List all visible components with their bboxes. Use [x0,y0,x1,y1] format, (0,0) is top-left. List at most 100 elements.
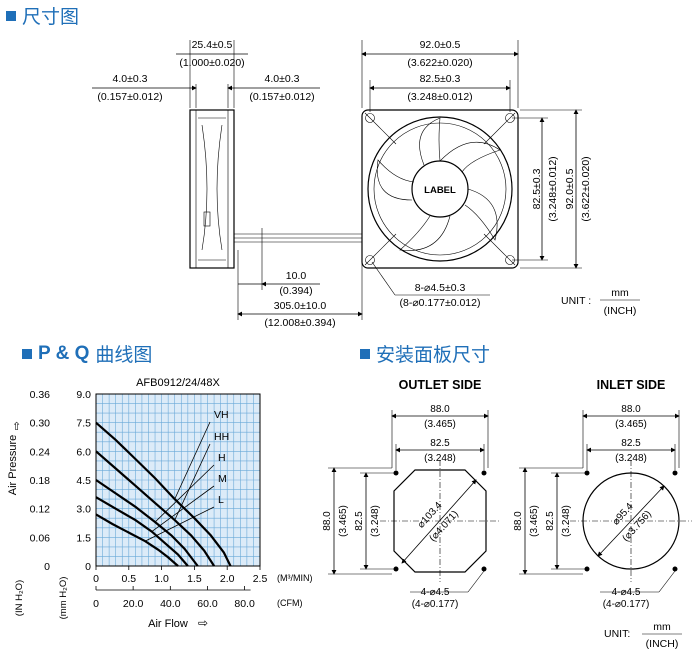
section-dimensions-title: 尺寸图 [22,6,80,28]
outlet-pitch-mm: 82.5 [430,438,450,449]
series-line-hh [95,450,216,567]
y-tick-label-secondary: 0.18 [30,475,51,487]
inlet-panel: INLET SIDE 88.0 (3.465) 82.5 (3.248) 88.… [513,378,692,610]
dim-line-outlet-diameter [401,479,477,564]
x-tick-label: 2.0 [220,573,235,585]
mount-hole [365,255,375,265]
legend-leader-line [174,421,211,500]
x-tick-label: 1.0 [154,573,169,585]
x-axis-arrow-icon: ⇨ [198,616,208,630]
dim-hole-pitch-mm: 82.5±0.3 [420,73,461,85]
frame-strut [483,112,516,145]
panel-hole [584,470,590,476]
outlet-cutout [393,469,487,573]
dim-lead-in: (12.008±0.394) [264,317,335,329]
mount-hole [365,113,375,123]
fan-blade [439,141,501,173]
fan-label-text: LABEL [424,185,456,196]
lead-wires [234,228,363,320]
x-tick-label: 2.5 [253,573,268,585]
chart-x-label: Air Flow [148,618,188,630]
section-pq-prefix: P & Q [38,342,90,364]
dim-thickness-in: (1.000±0.020) [179,57,244,69]
dim-hole-pitch-in: (3.248±0.012) [407,91,472,103]
leader-line [467,570,485,593]
panel-hole [584,566,590,572]
chart-x-unit-secondary: (CFM) [277,598,303,608]
x-tick-label: 1.5 [187,573,202,585]
unit-label: UNIT : [561,295,591,307]
inlet-height-mm: 88.0 [513,511,524,531]
legend-label-h: H [218,452,226,464]
bottom-unit-mm: mm [653,621,671,633]
legend-leader-line [174,443,211,521]
dim-holes-in: (8-⌀0.177±0.012) [400,297,481,309]
x-tick-label-secondary: 40.0 [160,598,181,610]
leader-line [371,261,396,296]
legend-leader-line [151,485,215,532]
front-venturi-inner [373,122,507,256]
outlet-height-mm: 88.0 [322,511,333,531]
frame-strut [483,233,516,266]
chart-y-label: Air Pressure [7,435,19,496]
dim-frame-width-mm: 92.0±0.5 [420,39,461,51]
outlet-title: OUTLET SIDE [399,378,482,392]
x-tick-label: 0.5 [121,573,136,585]
outlet-holes-mm: 4-⌀4.5 [421,587,450,598]
legend-label-vh: VH [214,409,229,421]
side-frame [189,109,235,269]
panel-hole [672,566,678,572]
dim-lead-mm: 305.0±10.0 [274,300,327,312]
y-tick-label-secondary: 0.12 [30,504,51,516]
side-hub-curve [216,124,223,251]
fan-blade [464,188,498,241]
dim-vert-frame-in: (3.622±0.020) [580,156,592,221]
inlet-pitch-in: (3.248) [615,453,647,464]
outlet-height-in: (3.465) [338,505,349,537]
dim-frame-width-in: (3.622±0.020) [407,57,472,69]
fan-blade [399,215,451,251]
chart-y-unit-primary: (mm H₂O) [58,577,69,620]
legend-leader-line [154,464,215,523]
side-hub-curve [201,124,208,251]
dim-vert-pitch-in: (3.248±0.012) [547,156,559,221]
dim-thickness-mm: 25.4±0.5 [192,39,233,51]
dim-line-inlet-diameter [597,485,665,557]
legend-label-l: L [218,494,224,506]
chart-ticks: 001.50.063.00.124.50.186.00.247.50.309.0… [30,389,268,610]
chart-grid [95,393,261,567]
y-tick-label-secondary: 0 [44,561,50,573]
inlet-vpitch-in: (3.248) [561,505,572,537]
inlet-holes-mm: 4-⌀4.5 [612,587,641,598]
panel-hole [672,470,678,476]
inlet-title: INLET SIDE [597,378,666,392]
section-pq-suffix: 曲线图 [95,344,153,366]
x-tick-label-secondary: 60.0 [197,598,218,610]
dim-flange-left-mm: 4.0±0.3 [113,73,148,85]
y-tick-label-secondary: 0.24 [30,446,51,458]
legend-leader-line [145,506,215,542]
y-tick-label-secondary: 0.36 [30,389,51,401]
outlet-width-mm: 88.0 [430,404,450,415]
inlet-pitch-mm: 82.5 [621,438,641,449]
panel-hole [393,566,399,572]
legend-label-m: M [218,473,227,485]
inlet-width-mm: 88.0 [621,404,641,415]
section-bullet [22,348,32,359]
dim-strip-mm: 10.0 [286,270,307,282]
fan-front-view: LABEL [361,109,519,269]
bottom-unit-label: UNIT: [604,628,630,640]
y-tick-label: 0 [85,561,91,573]
x-tick-label-secondary: 20.0 [123,598,144,610]
frame-strut [364,233,397,266]
outlet-vpitch-in: (3.248) [370,505,381,537]
section-pq-curve: P & Q 曲线图 [22,340,152,367]
outlet-width-in: (3.465) [424,419,456,430]
dim-vert-pitch-mm: 82.5±0.3 [531,168,543,209]
dim-vert-frame-mm: 92.0±0.5 [564,168,576,209]
series-line-l [95,513,179,567]
outlet-vpitch-mm: 82.5 [354,511,365,531]
leader-line [658,570,676,593]
inlet-height-in: (3.465) [529,505,540,537]
